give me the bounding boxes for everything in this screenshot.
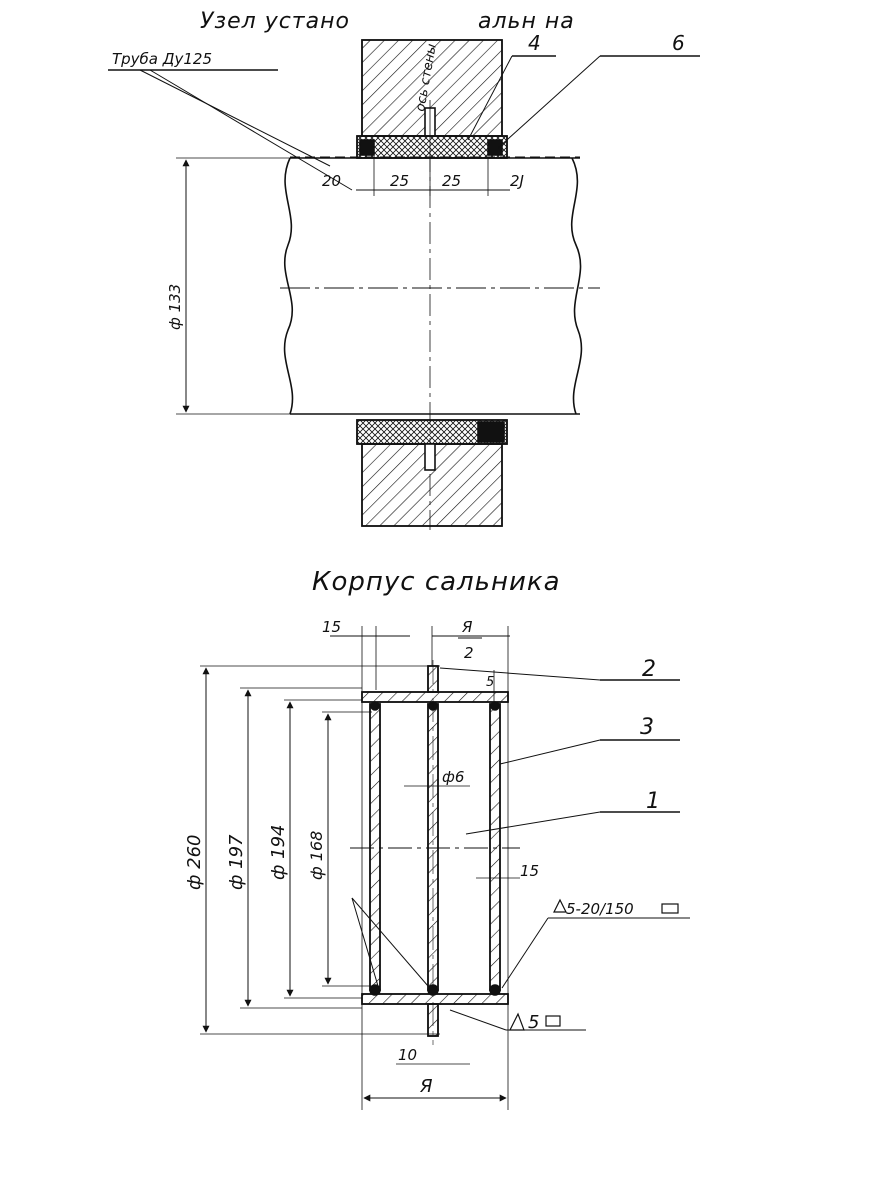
callout-4-leader [467, 55, 513, 141]
weld-main-box [661, 903, 679, 914]
pipe-label: Труба Ду125 [112, 50, 212, 68]
weld-leader-left-b [351, 897, 429, 987]
seal-upper [356, 135, 508, 159]
seal-end-left-upper [359, 139, 375, 156]
callout-2: 2 [642, 657, 656, 682]
seal-end-right-upper [487, 139, 503, 156]
bottom-title: Корпус сальника [312, 567, 561, 597]
callout-3: 3 [640, 715, 654, 740]
weld-main-label: 5-20/150 [566, 900, 634, 918]
weld-tl [370, 701, 380, 711]
weld-triangle [553, 898, 567, 913]
dim-A-top: Я [461, 618, 473, 636]
callout-2-leader [439, 667, 601, 681]
rod-left [369, 703, 381, 991]
weld-tr [490, 701, 500, 711]
callout-6-leader [497, 55, 601, 149]
weld-leader-right [501, 917, 549, 989]
dim-phi6: ф6 [442, 768, 464, 786]
weld2-triangle [509, 1012, 525, 1031]
pipe-break-left [283, 157, 294, 415]
callout-1-leader [465, 811, 601, 835]
dim-20-right: 2J [510, 172, 524, 190]
seal-end-right-lower [477, 421, 505, 443]
callout-3-leader [499, 739, 601, 765]
dim-260-label: ф 260 [184, 835, 205, 890]
callout-6: 6 [672, 31, 685, 55]
pipe-break-right [571, 157, 583, 415]
weld-leader-left-a [351, 897, 379, 987]
pipe-leader-1 [139, 69, 331, 167]
top-title-right: альн на [478, 9, 575, 34]
dim-half: 2 [464, 644, 474, 662]
weld2-leader [449, 1009, 507, 1031]
shell-top [361, 691, 509, 703]
rod-right [489, 703, 501, 991]
weld-bottom-label: 5 [528, 1012, 539, 1033]
dim-168-label: ф 168 [307, 831, 326, 880]
gland-body-view: Корпус сальника 15 Я 2 ф 260 ф 197 ф 194… [184, 567, 690, 1110]
weld-bottom-box [545, 1015, 561, 1027]
dim-197-label: ф 197 [226, 834, 247, 890]
pipe-leader-2 [149, 69, 353, 191]
dim-15-right: 15 [520, 862, 539, 880]
shell-bottom [361, 993, 509, 1005]
callout-4: 4 [528, 31, 541, 55]
dim-133-label: ф 133 [166, 284, 184, 330]
dim-A-bottom: Я [419, 1076, 433, 1097]
dim-194-label: ф 194 [268, 825, 289, 880]
dim-15-top: 15 [322, 618, 341, 636]
callout-1: 1 [646, 789, 660, 814]
dim-10: 10 [398, 1046, 417, 1064]
dim-5: 5 [486, 675, 494, 690]
dim-20-left: 20 [322, 172, 341, 190]
dim-25-left: 25 [390, 172, 409, 190]
top-assembly-view: Узел устано альн на Труба Ду125 ось стен… [108, 9, 700, 530]
dim-25-right: 25 [442, 172, 461, 190]
axis-pin-lower [424, 443, 436, 471]
top-title-left: Узел устано [200, 9, 350, 34]
